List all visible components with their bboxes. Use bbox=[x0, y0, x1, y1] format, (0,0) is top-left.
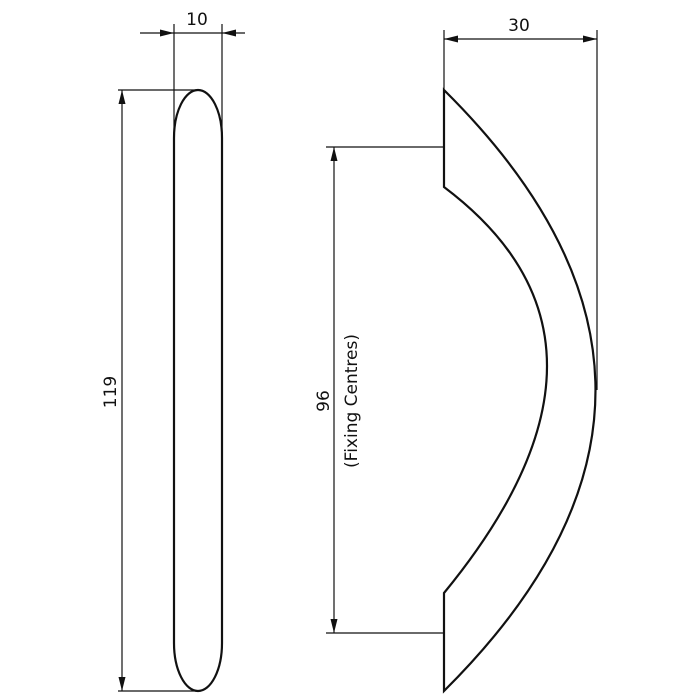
height-arrow-bottom bbox=[118, 677, 126, 691]
fixing-arrow-bottom bbox=[330, 619, 338, 633]
depth-arrow-right bbox=[583, 35, 597, 43]
width-arrow-right bbox=[222, 29, 236, 37]
handle-front-outline bbox=[172, 88, 224, 693]
depth-dimension-label: 30 bbox=[508, 16, 530, 36]
height-arrow-top bbox=[118, 90, 126, 104]
front-view: 10 119 bbox=[101, 10, 245, 693]
height-dimension-label: 119 bbox=[101, 376, 121, 408]
fixing-centres-note: (Fixing Centres) bbox=[342, 334, 362, 468]
width-dimension-label: 10 bbox=[186, 10, 208, 30]
handle-side-profile bbox=[442, 87, 597, 694]
width-arrow-left bbox=[160, 29, 174, 37]
side-view: 30 96 (Fixing Centres) bbox=[314, 16, 598, 694]
fixing-arrow-top bbox=[330, 147, 338, 161]
depth-arrow-left bbox=[444, 35, 458, 43]
fixing-dimension-label: 96 bbox=[314, 390, 334, 412]
